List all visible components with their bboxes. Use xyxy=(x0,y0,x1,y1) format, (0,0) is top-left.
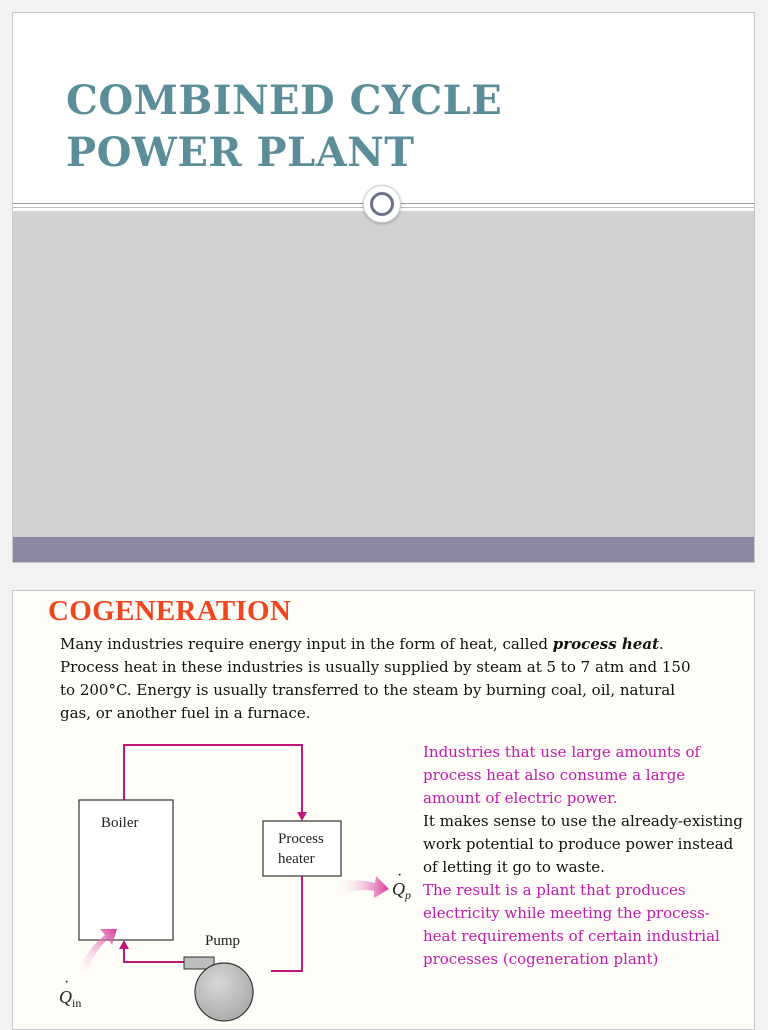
pump-icon xyxy=(194,962,254,1022)
process-heater-label-2: heater xyxy=(278,851,315,867)
boiler-box xyxy=(78,799,174,941)
intro-paragraph: Many industries require energy input in … xyxy=(60,633,700,725)
intro-emphasis: process heat xyxy=(552,635,660,653)
pump-label: Pump xyxy=(205,933,240,949)
content-placeholder-area xyxy=(13,211,754,537)
explanation-text: Industries that use large amounts of pro… xyxy=(423,741,743,971)
heat-output-label: Qp xyxy=(392,879,411,902)
heat-output-arrow-icon xyxy=(335,876,389,898)
title-line-1: COMBINED CYCLE xyxy=(66,77,503,124)
dot-icon: · xyxy=(64,974,69,991)
heat-input-arrow-icon xyxy=(75,929,117,975)
intro-text-1: Many industries require energy input in … xyxy=(60,635,553,653)
arrow-head-icon xyxy=(119,940,129,949)
pipe-lines xyxy=(123,744,303,972)
heat-input-label: Qin xyxy=(59,987,81,1010)
title-line-2: POWER PLANT xyxy=(66,129,415,176)
circle-ornament-icon xyxy=(363,185,401,223)
explanation-paragraph-3: The result is a plant that produces elec… xyxy=(423,881,720,968)
explanation-paragraph-1: Industries that use large amounts of pro… xyxy=(423,743,701,807)
explanation-paragraph-2: It makes sense to use the already-existi… xyxy=(423,812,743,876)
cogeneration-diagram: Boiler Process heater Pump Qin · Qp · xyxy=(53,739,413,1029)
dot-icon: · xyxy=(397,867,402,884)
slide-title: COMBINED CYCLE POWER PLANT xyxy=(66,75,502,179)
boiler-label: Boiler xyxy=(101,815,139,831)
title-slide: COMBINED CYCLE POWER PLANT xyxy=(12,12,755,563)
cogeneration-slide: COGENERATION Many industries require ene… xyxy=(12,590,755,1030)
process-heater-box xyxy=(262,820,342,877)
slide-heading: COGENERATION xyxy=(48,595,292,627)
footer-band xyxy=(13,537,754,562)
arrow-head-icon xyxy=(297,812,307,821)
process-heater-label-1: Process xyxy=(278,831,324,847)
intro-text-2: . Process heat in these industries is us… xyxy=(60,635,691,722)
pump-outlet xyxy=(183,956,215,970)
